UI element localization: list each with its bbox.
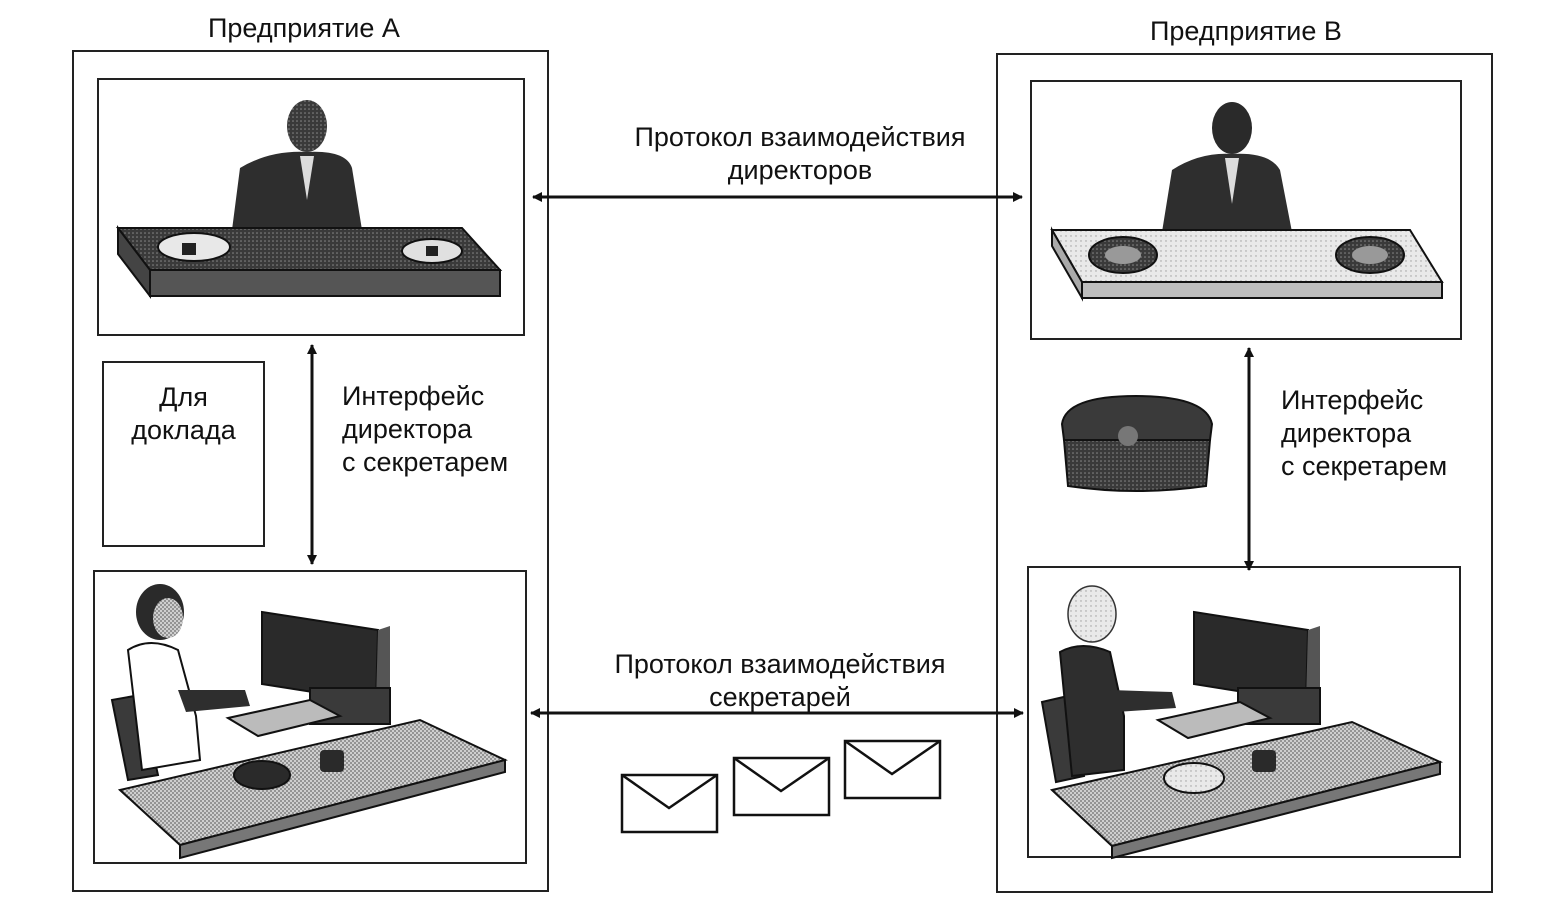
interface-a-line-2: директора bbox=[342, 414, 473, 444]
report-note: Для доклада bbox=[102, 361, 265, 547]
envelope-icon bbox=[732, 756, 831, 817]
secretary-a-icon bbox=[110, 584, 508, 860]
directors-protocol-label: Протокол взаимодействия директоров bbox=[610, 121, 990, 187]
interface-b-line-2: директора bbox=[1281, 418, 1412, 448]
director-a-icon bbox=[115, 100, 503, 299]
secretaries-protocol-line-1: Протокол взаимодействия bbox=[614, 649, 946, 679]
director-b-icon bbox=[1050, 102, 1444, 302]
secretary-b-icon bbox=[1040, 585, 1443, 860]
report-note-line-1: Для bbox=[159, 382, 208, 412]
telephone-icon bbox=[1060, 394, 1214, 492]
directors-protocol-line-1: Протокол взаимодействия bbox=[634, 122, 966, 152]
envelope-icon bbox=[843, 739, 942, 800]
enterprise-b-title: Предприятие В bbox=[1150, 16, 1342, 46]
report-note-line-2: доклада bbox=[131, 415, 236, 445]
interface-a-label: Интерфейс директора с секретарем bbox=[342, 380, 508, 479]
interface-b-line-3: с секретарем bbox=[1281, 451, 1448, 481]
directors-protocol-line-2: директоров bbox=[727, 155, 873, 185]
interface-a-line-3: с секретарем bbox=[342, 447, 509, 477]
secretaries-protocol-label: Протокол взаимодействия секретарей bbox=[590, 648, 970, 714]
interface-b-label: Интерфейс директора с секретарем bbox=[1281, 384, 1447, 483]
envelope-icon bbox=[620, 773, 719, 834]
enterprise-a-title: Предприятие А bbox=[208, 13, 400, 43]
interface-a-line-1: Интерфейс bbox=[342, 381, 485, 411]
interface-b-line-1: Интерфейс bbox=[1281, 385, 1424, 415]
secretaries-protocol-line-2: секретарей bbox=[709, 682, 851, 712]
